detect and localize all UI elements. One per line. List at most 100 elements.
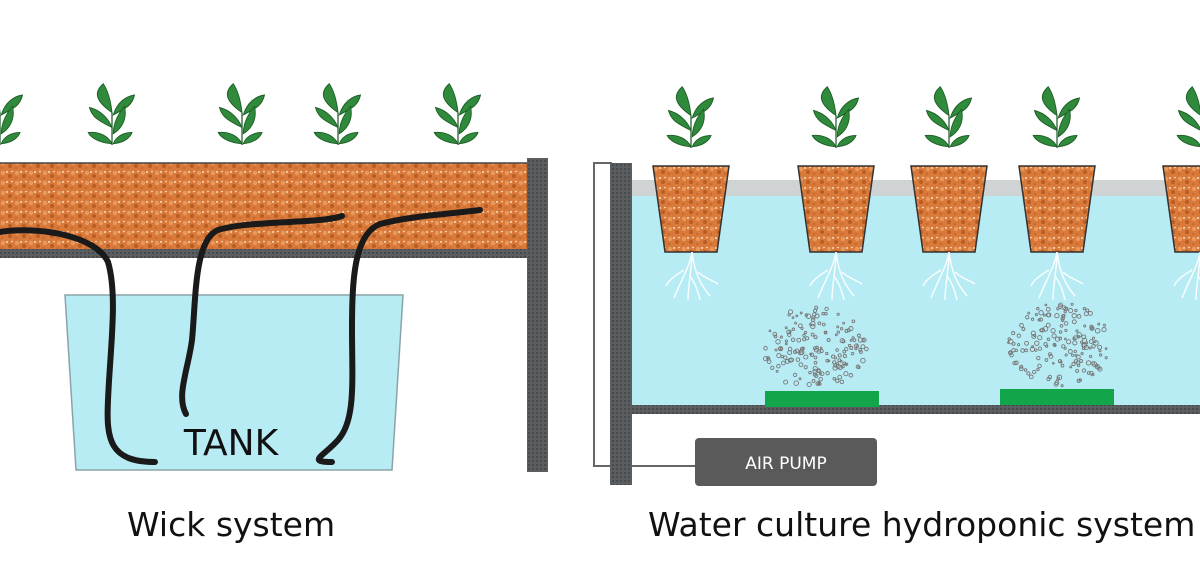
air-bubble <box>816 349 822 354</box>
air-bubble <box>857 337 864 343</box>
air-bubble <box>806 381 812 388</box>
reservoir-water <box>630 183 1200 405</box>
air-bubble <box>1086 371 1091 375</box>
air-bubble <box>1030 317 1035 321</box>
air-bubble <box>813 360 818 365</box>
air-bubble <box>812 372 817 377</box>
plant-icon <box>811 85 860 149</box>
air-bubble <box>784 342 788 346</box>
air-bubble <box>1036 367 1040 372</box>
air-bubble <box>864 346 869 352</box>
air-bubble <box>819 348 824 354</box>
air-bubble <box>1031 345 1035 349</box>
air-bubble <box>1025 315 1030 320</box>
air-bubble <box>1097 366 1103 372</box>
air-bubble <box>1021 327 1026 331</box>
air-bubble <box>1014 360 1019 366</box>
air-bubble <box>1037 335 1043 341</box>
plant-icon <box>924 85 973 149</box>
air-bubble <box>825 351 829 356</box>
tray-shelf <box>0 249 532 258</box>
air-bubble <box>1042 313 1046 317</box>
air-bubble <box>1027 311 1031 315</box>
air-bubble <box>784 358 790 364</box>
air-bubble <box>1056 374 1063 381</box>
air-bubble <box>1050 328 1056 334</box>
air-bubble <box>1097 322 1101 326</box>
air-bubble <box>794 348 800 354</box>
air-bubble <box>858 347 863 352</box>
reservoir-floor <box>628 405 1200 414</box>
air-bubbles <box>763 302 1108 388</box>
air-bubble <box>1085 360 1092 366</box>
air-bubble <box>1093 340 1097 343</box>
air-bubble <box>808 370 812 375</box>
air-bubble <box>1060 318 1065 322</box>
air-bubble <box>1012 360 1017 366</box>
plant-icon <box>1032 85 1081 149</box>
air-bubble <box>1063 346 1067 350</box>
air-bubble <box>1091 372 1095 377</box>
air-bubble <box>814 305 819 310</box>
air-bubble <box>1064 353 1068 357</box>
air-bubble <box>1071 362 1076 367</box>
air-bubble <box>1060 384 1064 388</box>
air-bubble <box>1081 337 1088 344</box>
air-bubble <box>1007 337 1012 341</box>
air-line <box>593 162 700 467</box>
air-bubble <box>1058 302 1063 308</box>
air-bubble <box>861 338 865 342</box>
air-bubble <box>1076 314 1082 319</box>
air-bubble <box>1051 333 1057 339</box>
air-bubble <box>1036 355 1041 361</box>
air-bubble <box>819 372 822 376</box>
air-bubble <box>1076 332 1082 338</box>
air-bubble <box>788 309 794 315</box>
air-bubble <box>1098 353 1103 357</box>
air-bubble <box>825 371 830 376</box>
air-bubble <box>763 346 768 351</box>
air-bubble <box>1081 334 1087 340</box>
air-bubble <box>814 313 820 319</box>
air-bubble <box>843 371 849 377</box>
air-bubble <box>855 344 859 348</box>
air-bubble <box>851 336 855 340</box>
air-bubble <box>1071 319 1077 325</box>
air-bubble <box>1034 340 1040 346</box>
air-bubble <box>1073 335 1078 341</box>
air-bubble <box>1059 323 1064 328</box>
air-bubble <box>842 354 847 359</box>
air-bubble <box>766 356 770 360</box>
air-bubble <box>794 321 798 325</box>
air-bubble <box>1046 337 1051 341</box>
air-bubble <box>809 323 812 326</box>
air-bubble <box>791 327 796 332</box>
air-bubble <box>1045 312 1051 318</box>
plant-row-left <box>0 82 482 146</box>
air-bubble <box>1097 344 1103 350</box>
air-bubble <box>1034 348 1038 352</box>
air-bubble <box>821 322 826 327</box>
nutrient-tank <box>64 294 404 471</box>
air-bubble <box>1058 336 1063 341</box>
air-bubble <box>1088 339 1094 344</box>
air-bubble <box>837 374 843 380</box>
air-bubble <box>857 365 861 370</box>
air-bubble <box>858 349 863 354</box>
net-pot <box>910 165 988 253</box>
air-bubble <box>1019 323 1024 328</box>
air-bubble <box>1064 337 1067 341</box>
air-bubble <box>1068 308 1074 314</box>
air-bubble <box>1074 308 1078 313</box>
air-bubble <box>1059 360 1063 364</box>
air-bubble <box>835 378 840 383</box>
air-bubble <box>837 353 842 358</box>
air-stone <box>765 391 879 407</box>
air-bubble <box>1047 374 1053 380</box>
air-bubble <box>1054 312 1060 319</box>
wick-system-caption: Wick system <box>127 505 336 544</box>
air-bubble <box>851 319 856 324</box>
air-bubble <box>1089 354 1093 358</box>
air-bubble <box>1094 363 1100 370</box>
air-bubble <box>821 312 825 316</box>
